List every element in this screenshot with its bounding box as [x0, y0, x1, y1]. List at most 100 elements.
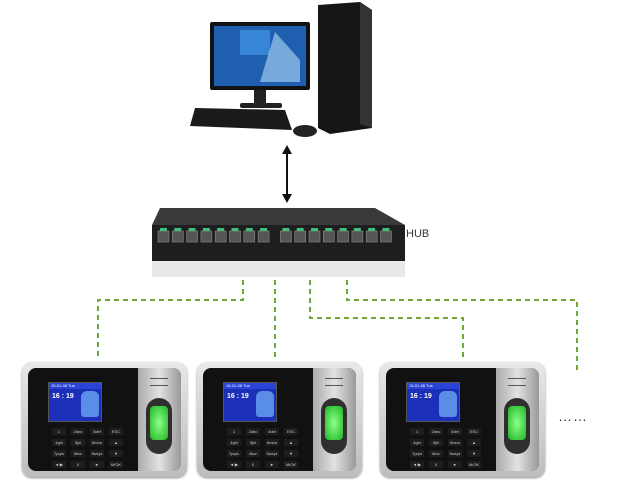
keyboard — [190, 108, 292, 130]
hub-port — [351, 230, 364, 243]
keypad-key: 5jkl — [246, 439, 260, 446]
hub-port — [157, 230, 170, 243]
hub-port — [280, 230, 292, 243]
hub-port — [243, 230, 256, 243]
keypad-key: 0 — [429, 461, 443, 468]
keypad-key: ► — [265, 461, 279, 468]
port-led — [160, 228, 167, 231]
keypad-key: 9wxyz — [265, 450, 279, 457]
hub-port — [380, 230, 392, 243]
pc-tower — [318, 2, 372, 134]
terminal-screen: 15-01-08 Tue 16 : 19 — [48, 382, 102, 422]
fingerprint-reader — [496, 368, 539, 471]
port-led — [231, 228, 239, 231]
keypad-key: ▲ — [467, 439, 481, 446]
screen-date: 15-01-08 Tue — [49, 383, 101, 389]
port-led — [245, 228, 253, 231]
port-led — [296, 228, 304, 231]
keypad-key: 3def — [265, 428, 279, 435]
speaker-grille — [325, 378, 343, 386]
port-led — [339, 228, 347, 231]
keypad-key: 9wxyz — [448, 450, 462, 457]
keypad-key: 3def — [90, 428, 104, 435]
keypad-key: 7pqrs — [227, 450, 241, 457]
screen-time: 16 : 19 — [410, 393, 432, 400]
keypad-key: 8tuv — [71, 450, 85, 457]
keypad-key: ESC — [467, 428, 481, 435]
keypad-key: M/OK — [467, 461, 481, 468]
link-device-3 — [309, 280, 464, 360]
keypad-key: 1 — [52, 428, 66, 435]
hub-port — [257, 230, 270, 243]
keypad-key: ► — [90, 461, 104, 468]
fingerprint-sensor-icon — [504, 398, 530, 454]
keypad-key: 6mno — [265, 439, 279, 446]
fingerprint-sensor-icon — [321, 398, 347, 454]
screen-date: 15-01-08 Tue — [224, 383, 276, 389]
link-more-devices — [346, 280, 578, 372]
port-led — [260, 228, 268, 231]
keypad-key: 3def — [448, 428, 462, 435]
mouse — [293, 125, 317, 137]
hub-port — [200, 230, 213, 243]
keypad-key: ► — [448, 461, 462, 468]
keypad-key: ▼ — [109, 450, 123, 457]
hub-port — [337, 230, 349, 243]
keypad-key: ▼ — [284, 450, 298, 457]
keypad-key: 5jkl — [71, 439, 85, 446]
link-device-1 — [97, 280, 244, 358]
fingerprint-sensor-icon — [146, 398, 172, 454]
hand-icon — [81, 391, 99, 417]
hub-port — [172, 230, 184, 243]
terminal-screen: 15-01-08 Tue 16 : 19 — [406, 382, 460, 422]
port-led — [188, 228, 196, 231]
keypad-key: 2abc — [429, 428, 443, 435]
keypad-key: M/OK — [284, 461, 298, 468]
keypad-key: 2abc — [246, 428, 260, 435]
fingerprint-reader — [313, 368, 356, 471]
keypad-key: 1 — [227, 428, 241, 435]
keypad-key: 6mno — [448, 439, 462, 446]
port-led — [368, 228, 376, 231]
keypad-key: ◄/▶ — [227, 461, 241, 468]
hub-port — [229, 230, 241, 243]
hub-port — [294, 230, 306, 243]
keypad-key: ESC — [284, 428, 298, 435]
hub-port — [365, 230, 378, 243]
speaker-grille — [508, 378, 526, 386]
port-led — [282, 228, 290, 231]
screen-time: 16 : 19 — [52, 393, 74, 400]
hand-icon — [256, 391, 274, 417]
keypad-key: 9wxyz — [90, 450, 104, 457]
port-led — [311, 228, 318, 231]
keypad-key: 1 — [410, 428, 424, 435]
keypad-key: 2abc — [71, 428, 85, 435]
network-links — [97, 280, 578, 372]
port-led — [202, 228, 210, 231]
keypad-key: ▲ — [109, 439, 123, 446]
port-led — [217, 228, 225, 231]
keypad-key: 6mno — [90, 439, 104, 446]
keypad-key: 0 — [71, 461, 85, 468]
terminal-screen: 15-01-08 Tue 16 : 19 — [223, 382, 277, 422]
hub-port — [308, 230, 321, 243]
hub-port — [214, 230, 227, 243]
fingerprint-terminal-1: 15-01-08 Tue 16 : 19 1 2abc 3def ESC 4ghi 5jk… — [22, 362, 187, 477]
hub-label: HUB — [406, 228, 430, 240]
keypad-key: ESC — [109, 428, 123, 435]
more-devices-ellipsis: …… — [558, 408, 588, 424]
keypad-key: 8tuv — [429, 450, 443, 457]
port-led — [382, 228, 390, 231]
keypad-key: 4ghi — [52, 439, 66, 446]
port-led — [353, 228, 361, 231]
keypad-key: ◄/▶ — [52, 461, 66, 468]
keypad-key: 8tuv — [246, 450, 260, 457]
port-led — [325, 228, 333, 231]
fingerprint-reader — [138, 368, 181, 471]
keypad-key: M/OK — [109, 461, 123, 468]
